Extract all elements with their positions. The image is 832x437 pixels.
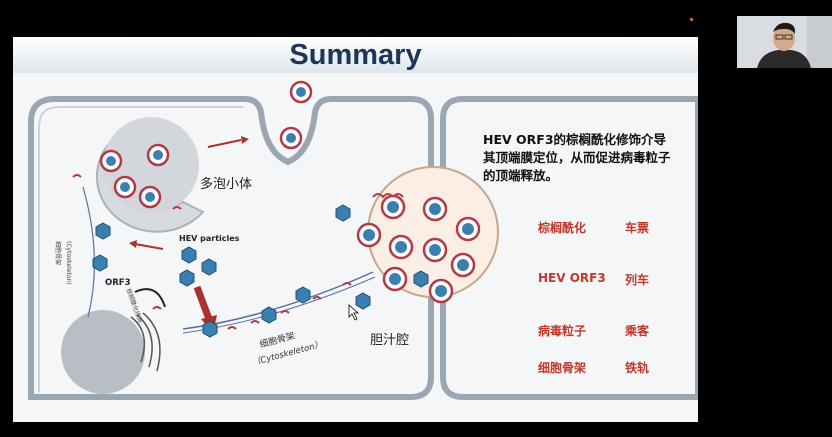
slide-title: Summary bbox=[289, 39, 422, 71]
description-line: 的顶端释放。 bbox=[483, 168, 559, 183]
analogy-meaning: 车票 bbox=[625, 221, 650, 235]
description-line: 其顶端膜定位，从而促进病毒粒子 bbox=[483, 150, 671, 165]
webcam-video-tile[interactable] bbox=[737, 16, 832, 68]
cell-diagram bbox=[28, 80, 698, 400]
analogy-term: HEV ORF3 bbox=[538, 271, 606, 285]
analogy-meaning: 铁轨 bbox=[625, 361, 650, 375]
label-multivesicular-body: 多泡小体 bbox=[200, 177, 253, 192]
label-bile-canaliculus: 胆汁腔 bbox=[370, 333, 410, 348]
description-line: HEV ORF3的棕榈酰化修饰介导 bbox=[483, 132, 667, 147]
presenter-video bbox=[737, 16, 832, 68]
analogy-term: 棕榈酰化 bbox=[538, 221, 587, 235]
analogy-meaning: 乘客 bbox=[625, 324, 650, 338]
slide-title-bar bbox=[13, 37, 698, 73]
presentation-slide: Summary bbox=[13, 37, 698, 422]
analogy-term: 细胞骨架 bbox=[538, 361, 587, 375]
summary-description: HEV ORF3的棕榈酰化修饰介导 其顶端膜定位，从而促进病毒粒子 的顶端释放。 bbox=[483, 131, 698, 185]
mouse-pointer-icon bbox=[348, 304, 360, 321]
label-left-cytoskeleton-cn: 细胞骨架 bbox=[54, 241, 61, 266]
recording-indicator bbox=[690, 18, 693, 21]
label-orf3: ORF3 bbox=[105, 278, 131, 288]
label-left-cytoskeleton-en: (Cytoskeleton) bbox=[65, 241, 72, 285]
analogy-term: 病毒粒子 bbox=[538, 324, 587, 338]
label-hev-particles: HEV particles bbox=[179, 234, 240, 243]
analogy-meaning: 列车 bbox=[625, 273, 650, 287]
